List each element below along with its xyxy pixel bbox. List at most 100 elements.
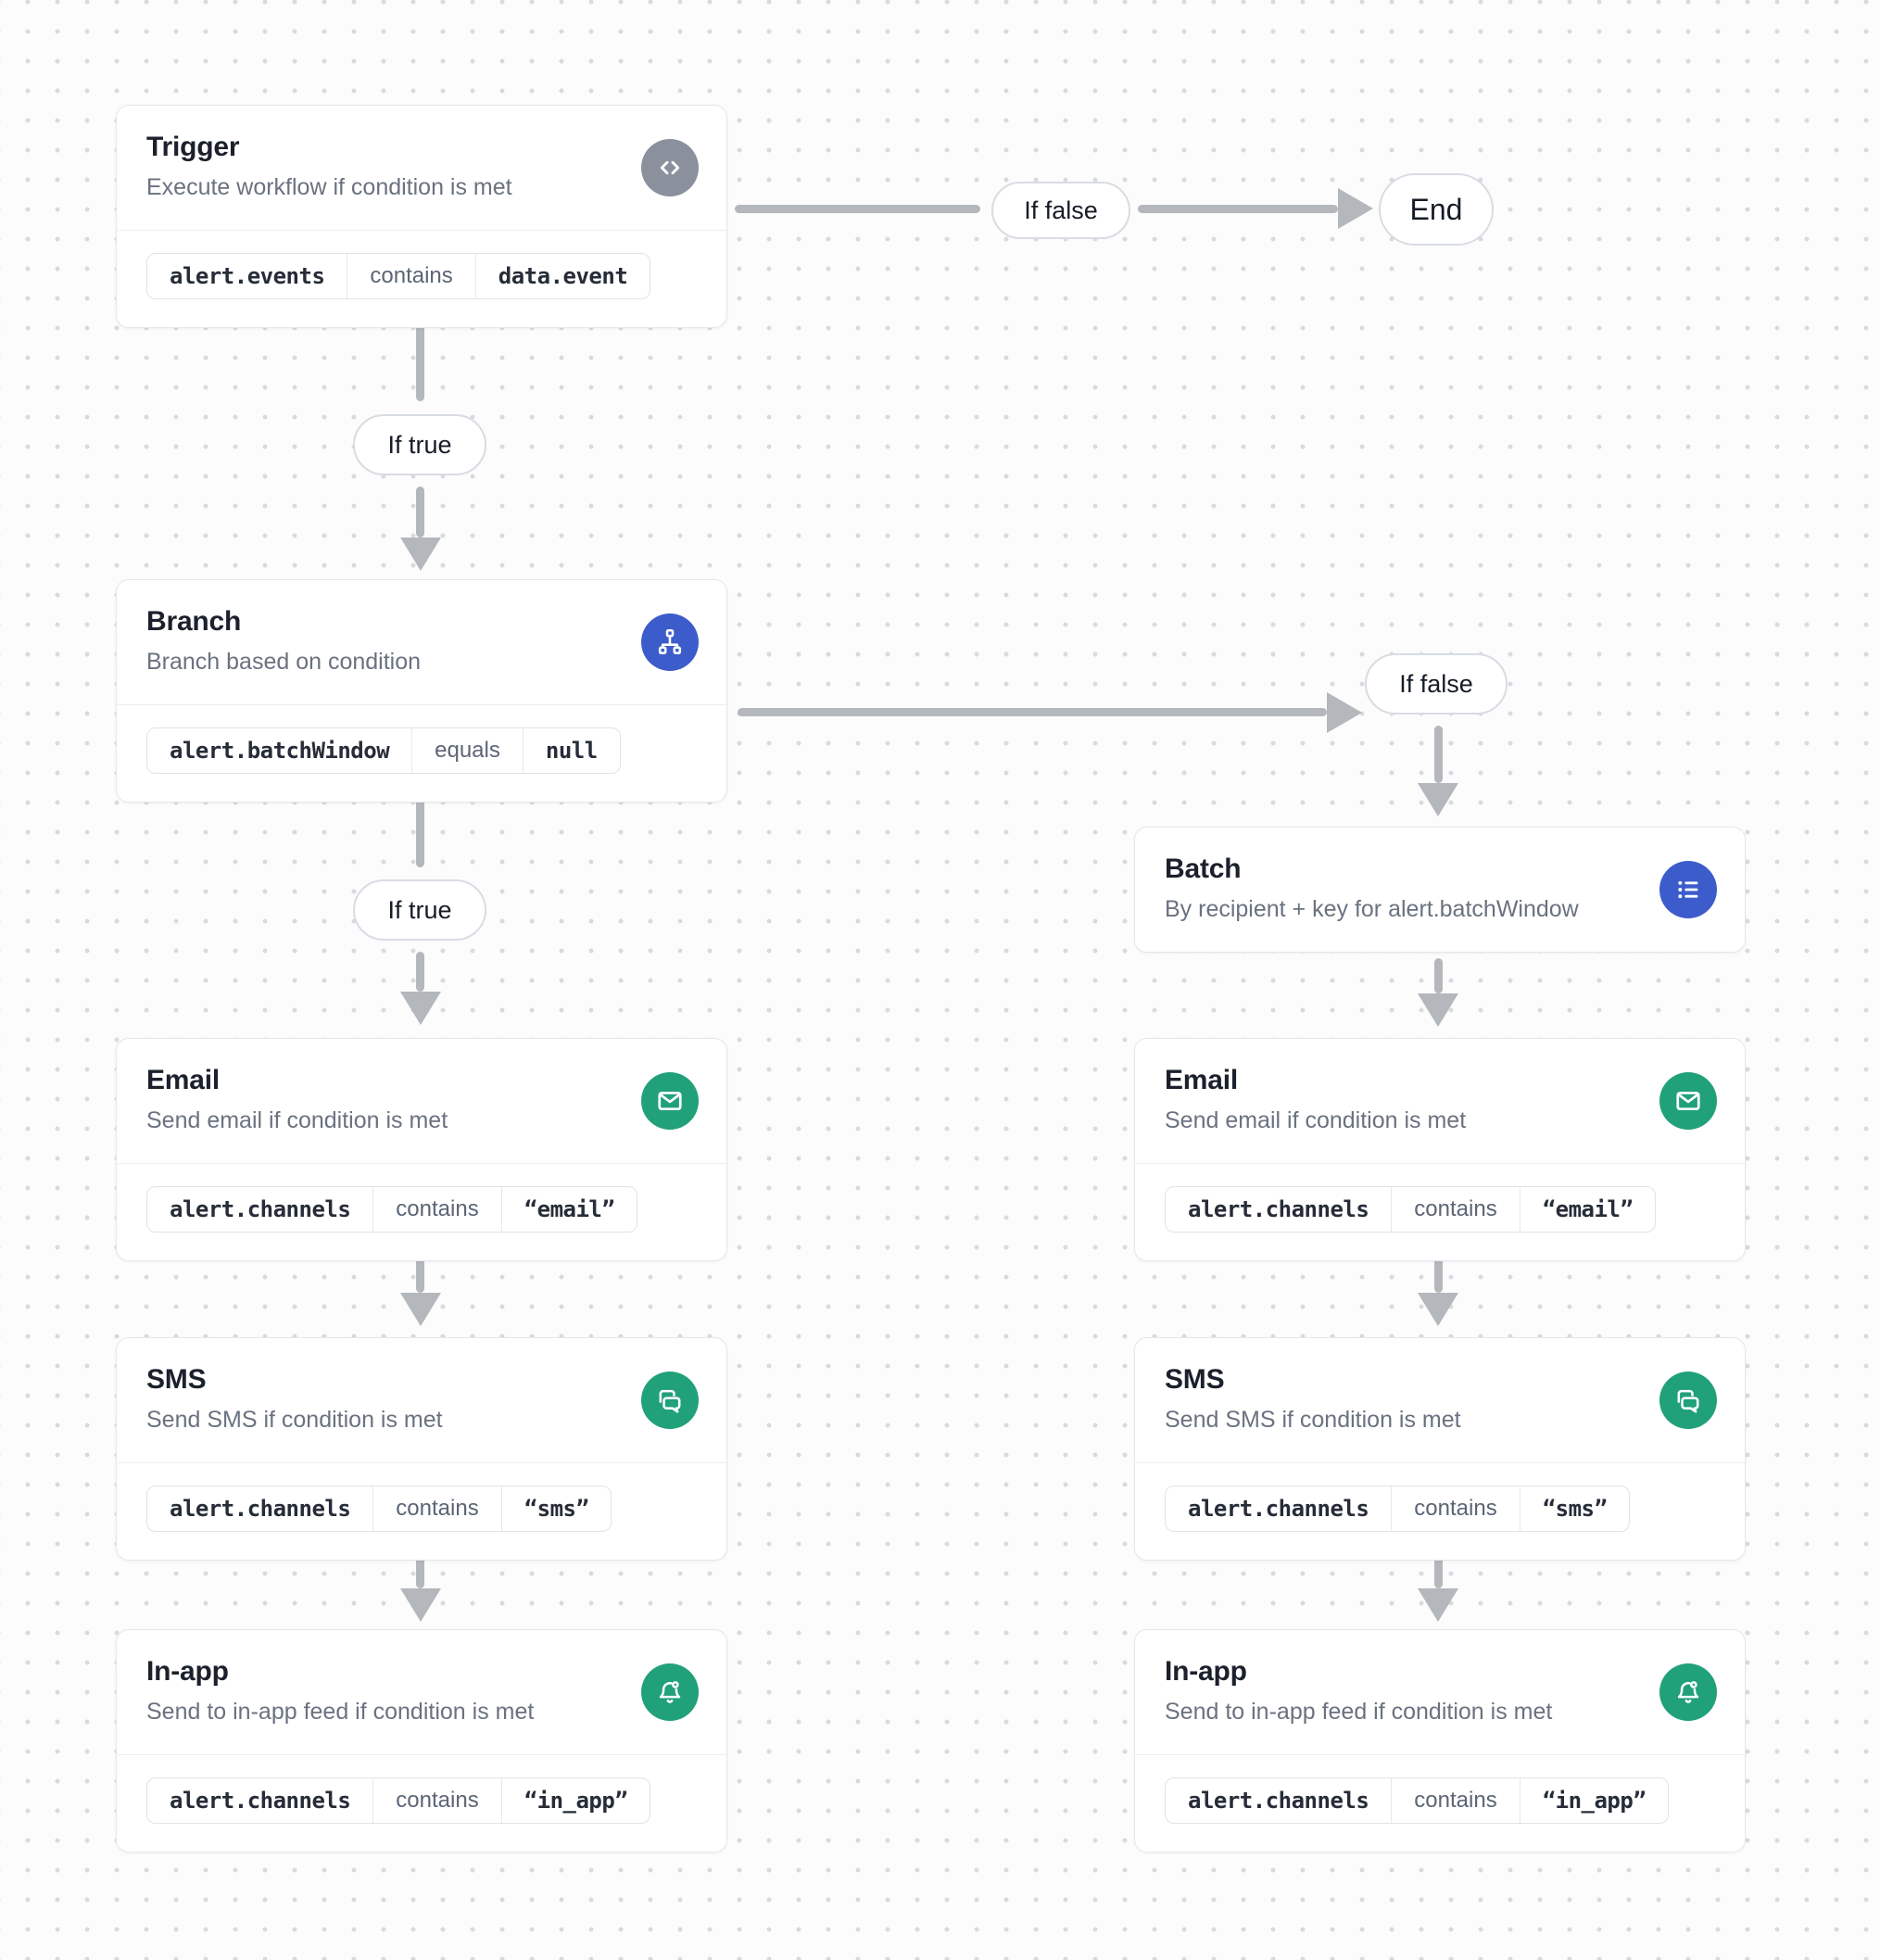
arrowhead-down-icon: [1418, 1293, 1458, 1326]
node-title: Branch: [146, 606, 242, 637]
code-icon: [641, 139, 699, 197]
edge-branch-to-iftrue: [416, 795, 424, 867]
node-subtitle: Send SMS if condition is met: [146, 1407, 443, 1433]
node-email[interactable]: Email Send email if condition is met ale…: [116, 1038, 727, 1262]
condition-field: alert.channels: [170, 1788, 351, 1815]
node-email[interactable]: Email Send email if condition is met ale…: [1134, 1038, 1746, 1262]
node-conditions: alert.channels contains “email”: [117, 1163, 726, 1260]
arrowhead-down-icon: [400, 1293, 441, 1326]
node-header: Trigger Execute workflow if condition is…: [117, 106, 726, 230]
condition-value: null: [522, 728, 620, 774]
condition-chip: alert.channels contains “email”: [1165, 1186, 1657, 1233]
edge-label-if-true: If true: [353, 414, 486, 475]
end-node: End: [1379, 173, 1494, 246]
arrowhead-down-icon: [1418, 783, 1458, 816]
edge-email-to-sms: [1434, 1257, 1443, 1293]
condition-field: alert.channels: [170, 1196, 351, 1223]
arrowhead-down-icon: [400, 992, 441, 1025]
edge-branch-to-iffalse: [738, 708, 1327, 716]
node-title: SMS: [146, 1364, 207, 1395]
node-subtitle: Send SMS if condition is met: [1165, 1407, 1461, 1433]
node-sms[interactable]: SMS Send SMS if condition is met alert.c…: [116, 1337, 727, 1562]
node-title: Batch: [1165, 854, 1242, 884]
condition-value: data.event: [474, 254, 650, 299]
edge-iftrue-to-email: [416, 952, 424, 992]
condition-value: “sms”: [1519, 1486, 1630, 1532]
node-conditions: alert.events contains data.event: [117, 230, 726, 327]
node-header: In-app Send to in-app feed if condition …: [1135, 1630, 1745, 1754]
condition-chip: alert.channels contains “in_app”: [146, 1777, 651, 1825]
bell-icon: [1659, 1663, 1717, 1722]
edge-label-if-false: If false: [1365, 653, 1508, 714]
condition-field: alert.channels: [1188, 1496, 1369, 1523]
condition-chip: alert.channels contains “sms”: [146, 1486, 612, 1533]
mail-icon: [641, 1072, 699, 1131]
edge-label-if-false: If false: [991, 182, 1130, 239]
node-header: Batch By recipient + key for alert.batch…: [1135, 828, 1745, 952]
condition-chip: alert.batchWindow equals null: [146, 727, 621, 775]
condition-value: “in_app”: [1519, 1778, 1669, 1824]
condition-field: alert.events: [170, 263, 325, 290]
node-header: SMS Send SMS if condition is met: [117, 1338, 726, 1462]
node-inapp[interactable]: In-app Send to in-app feed if condition …: [1134, 1629, 1746, 1853]
node-subtitle: By recipient + key for alert.batchWindow: [1165, 896, 1579, 922]
edge-iffalse-to-batch: [1434, 726, 1443, 783]
condition-value: “sms”: [500, 1486, 612, 1532]
condition-chip: alert.channels contains “sms”: [1165, 1486, 1631, 1533]
node-title: Email: [146, 1065, 221, 1095]
condition-field: alert.channels: [1188, 1196, 1369, 1223]
node-header: SMS Send SMS if condition is met: [1135, 1338, 1745, 1462]
node-header: In-app Send to in-app feed if condition …: [117, 1630, 726, 1754]
arrowhead-right-icon: [1338, 188, 1373, 229]
node-batch[interactable]: Batch By recipient + key for alert.batch…: [1134, 827, 1746, 954]
sitemap-icon: [641, 613, 699, 672]
condition-chip: alert.channels contains “in_app”: [1165, 1777, 1670, 1825]
chat-bubbles-icon: [641, 1372, 699, 1430]
condition-operator: contains: [347, 254, 474, 299]
condition-operator: contains: [1391, 1778, 1519, 1824]
node-subtitle: Send to in-app feed if condition is met: [146, 1699, 535, 1725]
node-conditions: alert.channels contains “in_app”: [1135, 1754, 1745, 1852]
edge-batch-to-email: [1434, 958, 1443, 993]
edge-iffalse-to-end: [1138, 205, 1338, 213]
condition-chip: alert.channels contains “email”: [146, 1186, 638, 1233]
condition-operator: contains: [1391, 1187, 1519, 1233]
condition-value: “email”: [500, 1187, 637, 1233]
node-subtitle: Send email if condition is met: [1165, 1107, 1467, 1133]
node-sms[interactable]: SMS Send SMS if condition is met alert.c…: [1134, 1337, 1746, 1562]
node-trigger[interactable]: Trigger Execute workflow if condition is…: [116, 105, 727, 329]
condition-field: alert.channels: [1188, 1788, 1369, 1815]
node-title: SMS: [1165, 1364, 1225, 1395]
node-subtitle: Execute workflow if condition is met: [146, 174, 512, 200]
condition-field: alert.channels: [170, 1496, 351, 1523]
node-subtitle: Send to in-app feed if condition is met: [1165, 1699, 1553, 1725]
condition-value: “email”: [1519, 1187, 1656, 1233]
arrowhead-down-icon: [1418, 993, 1458, 1027]
edge-sms-to-inapp: [1434, 1553, 1443, 1588]
node-title: In-app: [146, 1656, 229, 1687]
condition-operator: equals: [411, 728, 523, 774]
node-branch[interactable]: Branch Branch based on condition alert.b…: [116, 579, 727, 803]
mail-icon: [1659, 1072, 1717, 1131]
edge-iftrue-to-branch: [416, 487, 424, 537]
node-conditions: alert.batchWindow equals null: [117, 704, 726, 802]
edge-trigger-to-iftrue: [416, 322, 424, 401]
bell-icon: [641, 1663, 699, 1722]
node-subtitle: Branch based on condition: [146, 649, 422, 675]
condition-chip: alert.events contains data.event: [146, 253, 651, 300]
node-header: Email Send email if condition is met: [1135, 1039, 1745, 1163]
condition-value: “in_app”: [500, 1778, 650, 1824]
edge-label-if-true: If true: [353, 879, 486, 941]
condition-operator: contains: [372, 1187, 500, 1233]
node-conditions: alert.channels contains “in_app”: [117, 1754, 726, 1852]
arrowhead-down-icon: [400, 537, 441, 571]
node-conditions: alert.channels contains “sms”: [117, 1462, 726, 1560]
node-inapp[interactable]: In-app Send to in-app feed if condition …: [116, 1629, 727, 1853]
arrowhead-right-icon: [1327, 692, 1362, 733]
condition-operator: contains: [372, 1486, 500, 1532]
node-conditions: alert.channels contains “email”: [1135, 1163, 1745, 1260]
chat-bubbles-icon: [1659, 1372, 1717, 1430]
node-subtitle: Send email if condition is met: [146, 1107, 448, 1133]
condition-operator: contains: [372, 1778, 500, 1824]
edge-trigger-to-iffalse: [735, 205, 980, 213]
